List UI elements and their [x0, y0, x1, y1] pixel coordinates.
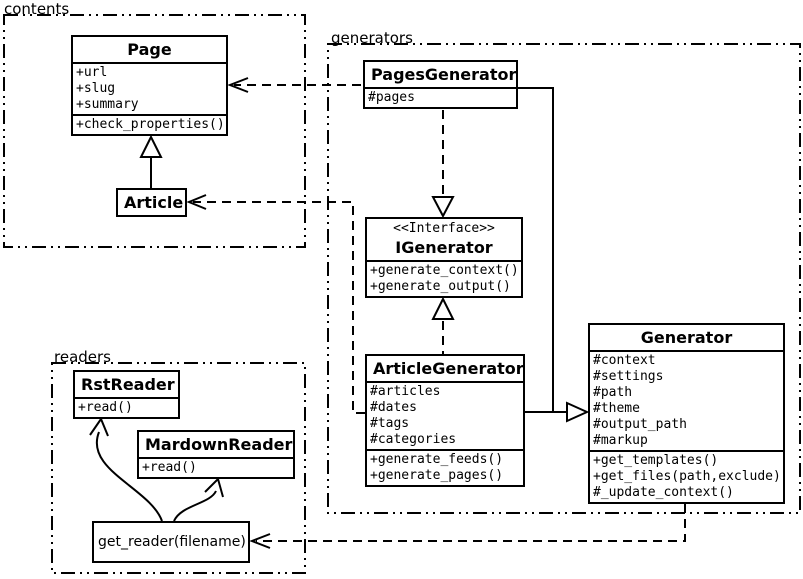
- attribute: #markup: [593, 433, 648, 448]
- method: +generate_pages(): [370, 468, 504, 483]
- method: #_update_context(): [593, 485, 734, 500]
- method: +check_properties(): [76, 117, 225, 132]
- attribute: +slug: [76, 81, 116, 96]
- attribute: #context: [593, 353, 656, 368]
- class-articlegenerator-methods: +generate_feeds() +generate_pages(): [367, 449, 523, 485]
- class-igenerator-stereotype: <<Interface>>: [393, 221, 495, 236]
- class-rstreader: RstReader +read(): [73, 370, 180, 419]
- attribute: #categories: [370, 432, 457, 447]
- edge-article-to-page-generalization: [139, 134, 163, 188]
- package-contents-label: contents: [4, 0, 70, 18]
- method: +get_templates(): [593, 453, 719, 468]
- class-page-title: Page: [127, 40, 172, 59]
- attribute: +url: [76, 65, 108, 80]
- edge-articlegenerator-to-igenerator-realization: [431, 296, 455, 354]
- attribute: #settings: [593, 369, 664, 384]
- edge-generator-to-getreader-dependency: [249, 504, 686, 549]
- class-articlegenerator-title: ArticleGenerator: [373, 359, 524, 378]
- package-contents-border: [3, 14, 306, 248]
- class-markdownreader-methods: +read(): [139, 457, 293, 477]
- attribute: #dates: [370, 400, 417, 415]
- class-pagesgenerator-title: PagesGenerator: [371, 65, 517, 84]
- package-readers-border: [51, 362, 306, 574]
- get-reader-box: get_reader(filename): [92, 521, 250, 563]
- package-readers-label: readers: [54, 348, 111, 366]
- attribute: #output_path: [593, 417, 687, 432]
- edge-pagesgenerator-to-page-dependency: [227, 77, 361, 93]
- class-rstreader-methods: +read(): [75, 397, 178, 417]
- method: +read(): [78, 400, 133, 415]
- class-markdownreader-title: MardownReader: [145, 435, 293, 454]
- class-articlegenerator-attributes: #articles #dates #tags #categories: [367, 381, 523, 449]
- class-articlegenerator: ArticleGenerator #articles #dates #tags …: [365, 354, 525, 487]
- attribute: #tags: [370, 416, 410, 431]
- class-pagesgenerator-attributes: #pages: [365, 87, 516, 107]
- package-generators-label: generators: [331, 29, 413, 47]
- class-generator-methods: +get_templates() +get_files(path,exclude…: [590, 450, 783, 502]
- class-markdownreader: MardownReader +read(): [137, 430, 295, 479]
- class-igenerator-title: <<Interface>> IGenerator: [367, 219, 521, 260]
- class-igenerator-methods: +generate_context() +generate_output(): [367, 260, 521, 296]
- edge-pagesgenerator-to-generator-generalization: [518, 87, 554, 412]
- method: +generate_context(): [370, 263, 519, 278]
- method: +read(): [142, 460, 197, 475]
- edge-articlegenerator-to-article-dependency: [186, 194, 365, 414]
- attribute: #theme: [593, 401, 640, 416]
- attribute: #articles: [370, 384, 441, 399]
- class-article-title: Article: [124, 193, 184, 212]
- class-article: Article: [116, 188, 187, 217]
- attribute: +summary: [76, 97, 139, 112]
- attribute: #path: [593, 385, 633, 400]
- edge-articlegenerator-to-generator-generalization: [525, 401, 590, 423]
- edge-getreader-to-rstreader-arrow: [89, 416, 163, 522]
- edge-pagesgenerator-to-igenerator-realization: [431, 110, 455, 219]
- attribute: #pages: [368, 90, 415, 105]
- class-igenerator-name: IGenerator: [395, 238, 493, 257]
- package-generators-border: [327, 43, 801, 514]
- class-page-attributes: +url +slug +summary: [73, 62, 226, 114]
- class-igenerator: <<Interface>> IGenerator +generate_conte…: [365, 217, 523, 298]
- class-rstreader-title: RstReader: [81, 375, 175, 394]
- method: +generate_output(): [370, 279, 511, 294]
- edge-getreader-to-markdownreader-arrow: [173, 477, 224, 522]
- method: +generate_feeds(): [370, 452, 504, 467]
- class-page-methods: +check_properties(): [73, 114, 226, 134]
- class-generator: Generator #context #settings #path #them…: [588, 323, 785, 504]
- class-page: Page +url +slug +summary +check_properti…: [71, 35, 228, 136]
- method: +get_files(path,exclude): [593, 469, 781, 484]
- class-generator-attributes: #context #settings #path #theme #output_…: [590, 350, 783, 450]
- class-pagesgenerator: PagesGenerator #pages: [363, 60, 518, 109]
- class-generator-title: Generator: [640, 328, 733, 347]
